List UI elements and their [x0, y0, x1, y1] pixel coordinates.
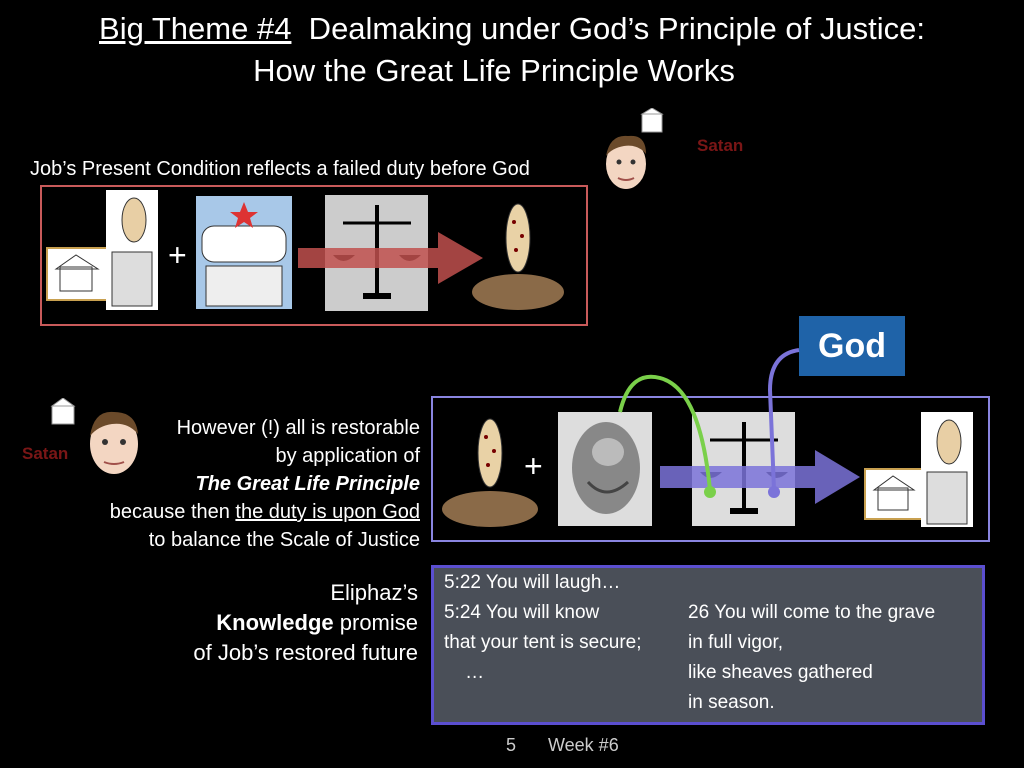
eliphaz-line2: Knowledge promise [130, 608, 418, 638]
knowledge-bold: Knowledge [216, 610, 334, 635]
duty-upon-god-text: the duty is upon God [235, 501, 420, 523]
praying-figure-image [558, 412, 652, 526]
job-restored-image [921, 412, 973, 527]
great-life-principle-text: The Great Life Principle [195, 473, 420, 495]
verses-left-column: 5:22 You will laugh… 5:24 You will know … [444, 568, 684, 688]
satan-label-top: Satan [697, 136, 744, 155]
verse-left-3: that your tent is secure; [444, 632, 642, 653]
eliphaz-line3: of Job’s restored future [193, 640, 418, 665]
house-image-left [46, 247, 108, 301]
restorable-line4: because then the duty is upon God [40, 498, 420, 526]
job-figure-image [106, 190, 158, 310]
title-prefix: Big Theme #4 [99, 11, 292, 46]
restorable-line2: by application of [275, 445, 420, 467]
house-image-right [864, 468, 923, 520]
satan-label-middle: Satan [22, 444, 69, 463]
satan-face-middle [48, 397, 143, 482]
plus-sign-middle: + [524, 448, 543, 484]
eliphaz-line1: Eliphaz’s [330, 580, 418, 605]
title-rest: Dealmaking under God’s Principle of Just… [291, 11, 925, 46]
week-label: Week #6 [548, 735, 619, 755]
present-condition-box [40, 185, 588, 326]
verse-right-3: like sheaves gathered [688, 662, 873, 683]
restoration-box [431, 396, 990, 542]
job-sick-on-ashes-image-middle [440, 405, 542, 527]
restorable-line5: to balance the Scale of Justice [148, 529, 420, 551]
verse-right-4: in season. [688, 692, 775, 713]
job-sick-on-ashes-image-top [470, 192, 566, 310]
restorable-line4-prefix: because then [109, 501, 236, 523]
restorable-text: However (!) all is restorable by applica… [40, 414, 420, 554]
satan-face-top [598, 107, 676, 198]
slide-title-line2: How the Great Life Principle Works [253, 53, 735, 88]
restorable-line1: However (!) all is restorable [176, 417, 420, 439]
promise-text: promise [333, 610, 418, 635]
verse-right-2: in full vigor, [688, 632, 784, 653]
red-arrow [298, 230, 483, 286]
slide-title-line1: Big Theme #4 Dealmaking under God’s Prin… [0, 10, 1024, 48]
verse-left-1: 5:22 You will laugh… [444, 572, 621, 593]
verse-left-2: 5:24 You will know [444, 602, 600, 623]
verse-right-1: 26 You will come to the grave [688, 602, 936, 623]
connector-curves [600, 330, 820, 510]
verse-left-4: … [444, 662, 485, 683]
present-condition-caption: Job’s Present Condition reflects a faile… [30, 158, 530, 180]
god-box: God [799, 316, 905, 376]
las-vegas-sign-image [196, 196, 292, 309]
verses-right-column: 26 You will come to the grave in full vi… [688, 598, 978, 718]
eliphaz-text: Eliphaz’s Knowledge promise of Job’s res… [130, 578, 418, 668]
blue-arrow [660, 450, 860, 506]
page-number: 5 [506, 735, 517, 755]
verses-box [431, 565, 985, 725]
plus-sign-top: + [168, 237, 187, 273]
